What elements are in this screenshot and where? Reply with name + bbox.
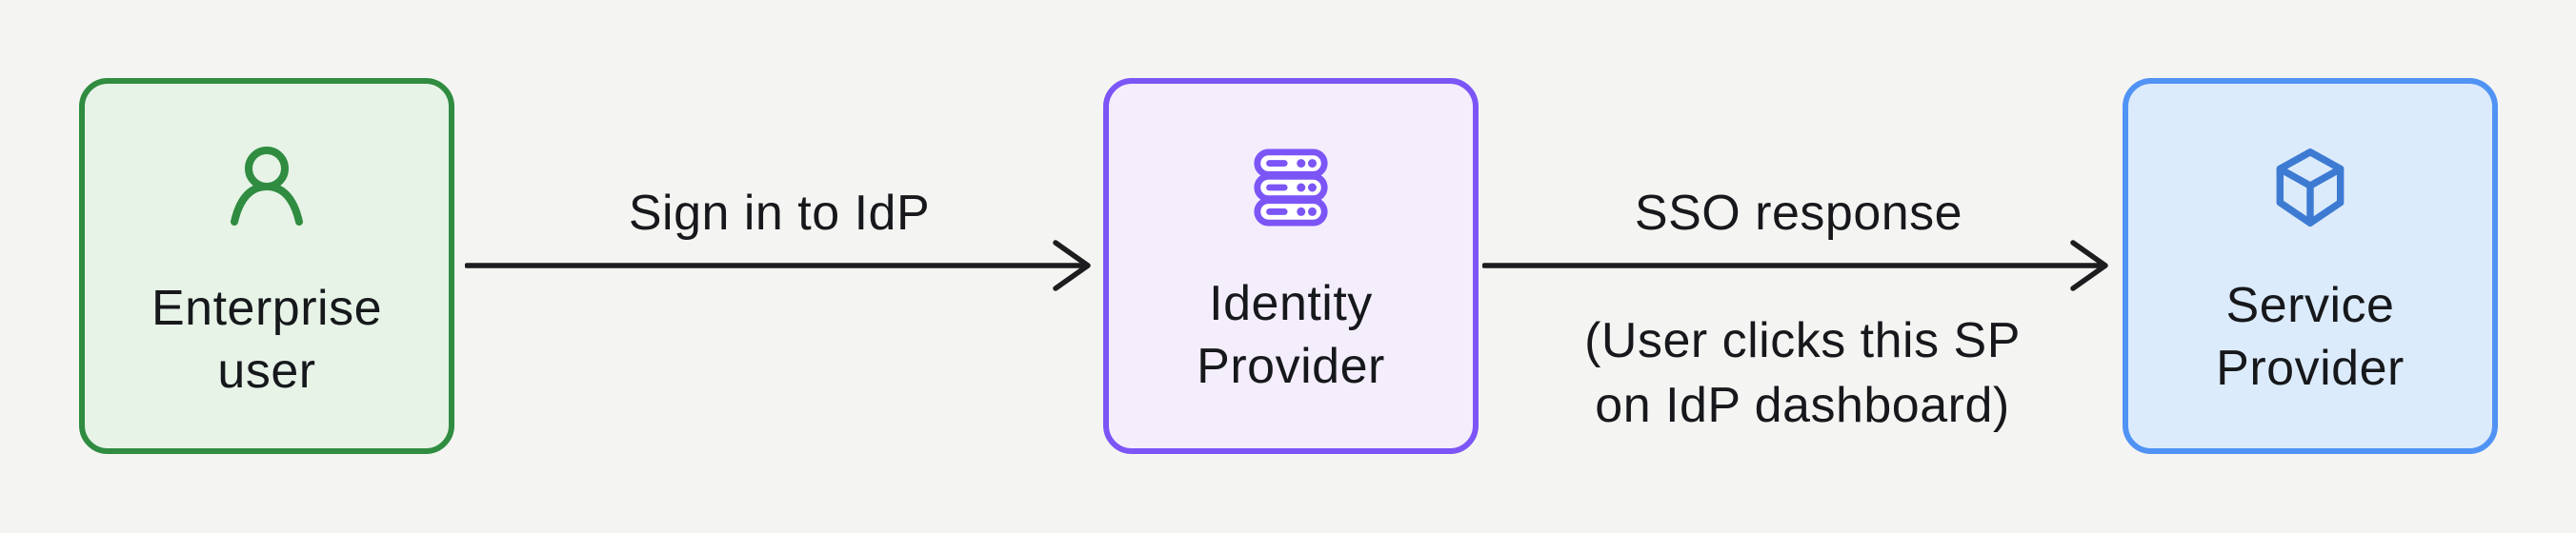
arrow-sign-in-to-idp — [465, 240, 1091, 291]
edge-label-sso-response: SSO response — [1634, 186, 1963, 241]
node-enterprise-user: Enterprise user — [79, 78, 454, 454]
node-label-enterprise-user: Enterprise user — [151, 280, 382, 399]
edge-label-sign-in-to-idp: Sign in to IdP — [628, 186, 931, 241]
server-icon — [1254, 148, 1328, 227]
node-service-provider: Service Provider — [2123, 78, 2498, 454]
node-identity-provider: Identity Provider — [1103, 78, 1479, 454]
arrow-sso-response — [1482, 240, 2108, 291]
user-icon — [231, 146, 303, 226]
node-label-service-provider: Service Provider — [2216, 277, 2405, 396]
node-label-identity-provider: Identity Provider — [1197, 275, 1385, 394]
cube-icon — [2276, 148, 2345, 227]
edge-sublabel-user-clicks-sp: (User clicks this SP on IdP dashboard) — [1584, 313, 2021, 433]
